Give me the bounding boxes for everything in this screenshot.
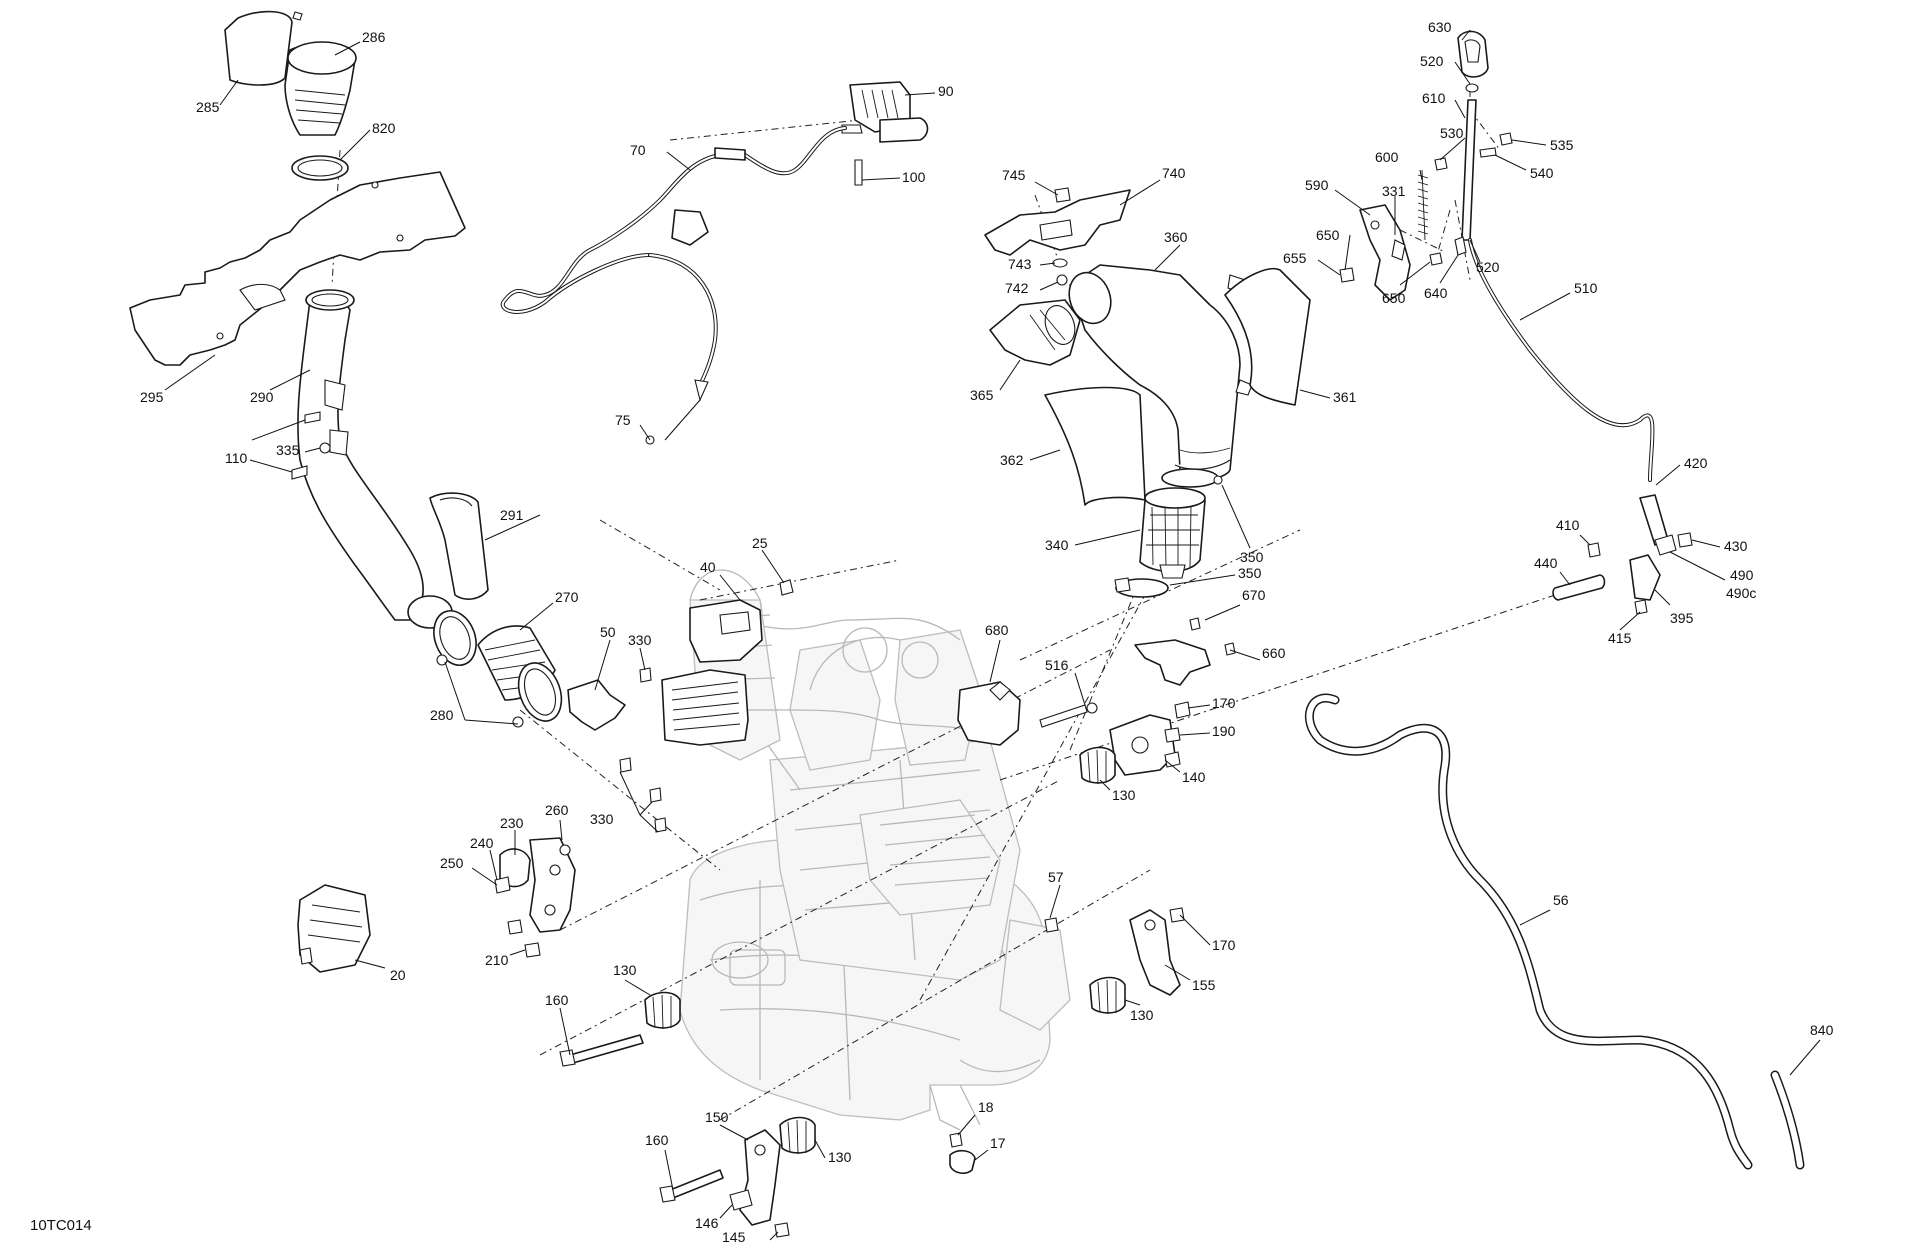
cvt-air-duct-assembly	[984, 187, 1311, 598]
label-520: 520	[1420, 53, 1444, 69]
label-25: 25	[752, 535, 768, 551]
label-20: 20	[390, 967, 406, 983]
label-745: 745	[1002, 167, 1026, 183]
label-75: 75	[615, 412, 631, 428]
label-340: 340	[1045, 537, 1069, 553]
label-440: 440	[1534, 555, 1558, 571]
label-90: 90	[938, 83, 954, 99]
label-365: 365	[970, 387, 994, 403]
label-430: 430	[1724, 538, 1748, 554]
label-820: 820	[372, 120, 396, 136]
shifter-assembly	[1339, 30, 1693, 615]
label-146: 146	[695, 1215, 719, 1231]
label-290: 290	[250, 389, 274, 405]
label-590: 590	[1305, 177, 1329, 193]
label-360: 360	[1164, 229, 1188, 245]
label-490c: 490c	[1726, 585, 1756, 601]
label-640: 640	[1424, 285, 1448, 301]
label-600: 600	[1375, 149, 1399, 165]
label-230: 230	[500, 815, 524, 831]
label-130: 130	[613, 962, 637, 978]
leader-lines	[164, 29, 1821, 1241]
label-415: 415	[1608, 630, 1632, 646]
label-130: 130	[1130, 1007, 1154, 1023]
label-516: 516	[1045, 657, 1069, 673]
engine-ghost	[679, 569, 1071, 1131]
engine-mounts	[297, 701, 1191, 1238]
label-190: 190	[1212, 723, 1236, 739]
label-50: 50	[600, 624, 616, 640]
label-395: 395	[1670, 610, 1694, 626]
label-295: 295	[140, 389, 164, 405]
label-330: 330	[628, 632, 652, 648]
label-420: 420	[1684, 455, 1708, 471]
label-510: 510	[1574, 280, 1598, 296]
label-660: 660	[1262, 645, 1286, 661]
label-650: 650	[1382, 290, 1406, 306]
label-18: 18	[978, 1099, 994, 1115]
label-610: 610	[1422, 90, 1446, 106]
label-17: 17	[990, 1135, 1006, 1151]
label-70: 70	[630, 142, 646, 158]
label-155: 155	[1192, 977, 1216, 993]
label-410: 410	[1556, 517, 1580, 533]
label-291: 291	[500, 507, 524, 523]
label-130: 130	[828, 1149, 852, 1165]
label-742: 742	[1005, 280, 1029, 296]
ecu-assembly	[567, 579, 1236, 833]
label-335: 335	[276, 442, 300, 458]
label-331: 331	[1382, 183, 1406, 199]
label-170: 170	[1212, 695, 1236, 711]
label-260: 260	[545, 802, 569, 818]
label-330: 330	[590, 811, 614, 827]
label-530: 530	[1440, 125, 1464, 141]
label-140: 140	[1182, 769, 1206, 785]
label-170: 170	[1212, 937, 1236, 953]
label-743: 743	[1008, 256, 1032, 272]
label-535: 535	[1550, 137, 1574, 153]
label-670: 670	[1242, 587, 1266, 603]
label-520: 520	[1476, 259, 1500, 275]
label-650: 650	[1316, 227, 1340, 243]
label-145: 145	[722, 1229, 746, 1245]
label-130: 130	[1112, 787, 1136, 803]
label-540: 540	[1530, 165, 1554, 181]
label-680: 680	[985, 622, 1009, 638]
label-840: 840	[1810, 1022, 1834, 1038]
label-40: 40	[700, 559, 716, 575]
label-362: 362	[1000, 452, 1024, 468]
label-160: 160	[545, 992, 569, 1008]
label-361: 361	[1333, 389, 1357, 405]
label-250: 250	[440, 855, 464, 871]
label-56: 56	[1553, 892, 1569, 908]
diagram-code: 10TC014	[30, 1217, 92, 1234]
label-270: 270	[555, 589, 579, 605]
label-655: 655	[1283, 250, 1307, 266]
label-110: 110	[225, 450, 248, 466]
label-285: 285	[196, 99, 220, 115]
label-350: 350	[1240, 549, 1264, 565]
air-intake-assembly	[129, 10, 563, 728]
label-240: 240	[470, 835, 494, 851]
label-286: 286	[362, 29, 386, 45]
label-160: 160	[645, 1132, 669, 1148]
label-280: 280	[430, 707, 454, 723]
callout-labels: 630 520 610 530 535 540 600 590 331 650 …	[30, 19, 1834, 1245]
label-740: 740	[1162, 165, 1186, 181]
label-210: 210	[485, 952, 509, 968]
label-100: 100	[902, 169, 926, 185]
label-57: 57	[1048, 869, 1064, 885]
label-490: 490	[1730, 567, 1754, 583]
breather-hoses	[1304, 693, 1805, 1170]
label-630: 630	[1428, 19, 1452, 35]
label-150: 150	[705, 1109, 729, 1125]
label-350: 350	[1238, 565, 1262, 581]
throttle-assembly	[500, 81, 929, 445]
